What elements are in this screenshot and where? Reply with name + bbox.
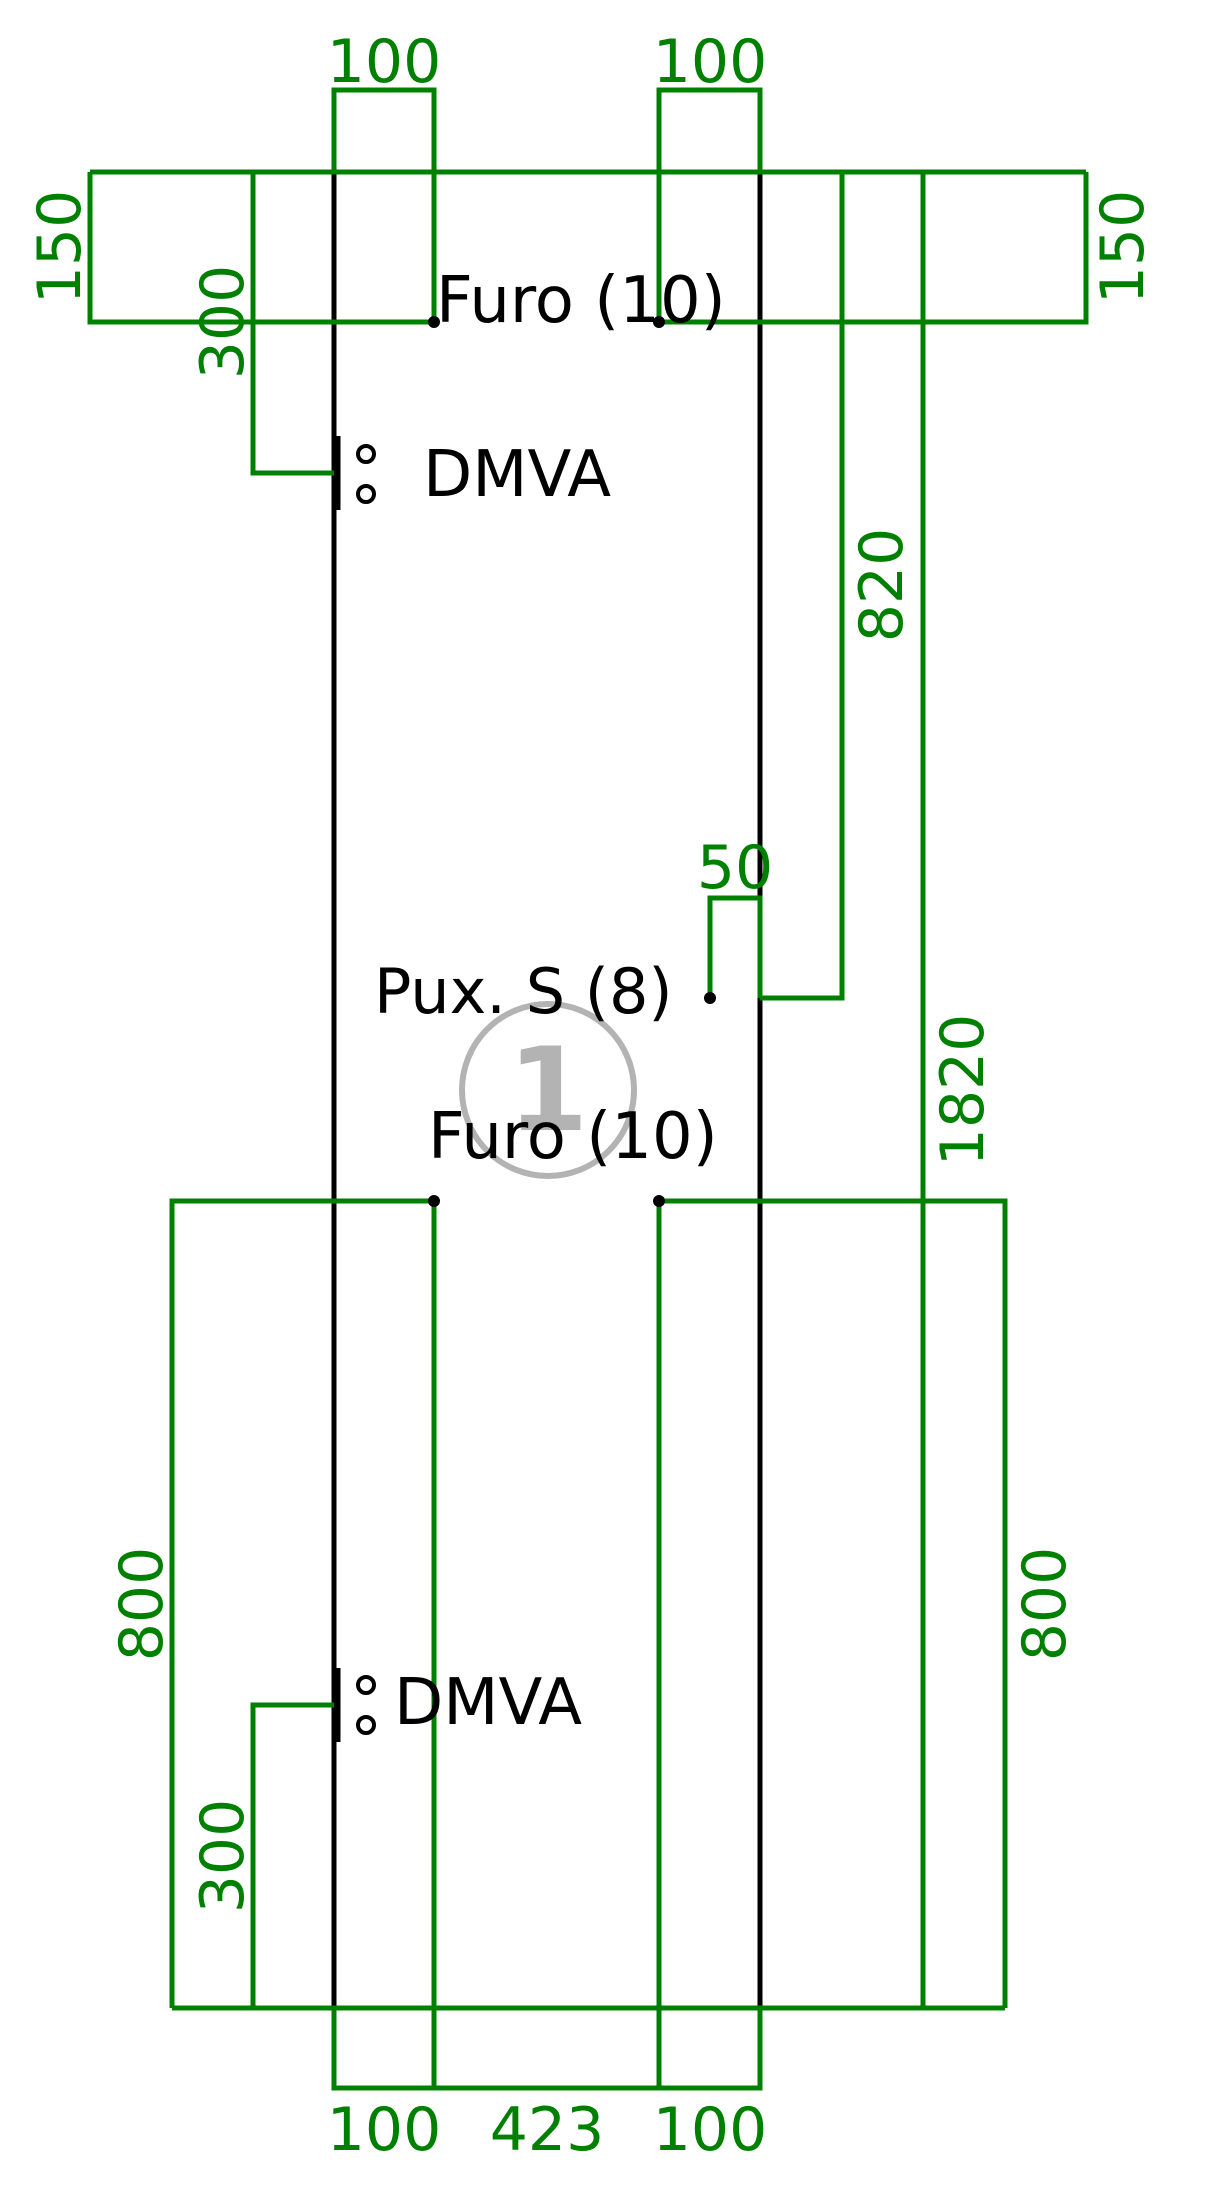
dim-left-150: 150	[25, 190, 95, 305]
dim-right-150: 150	[1088, 190, 1158, 305]
dim-right-820: 820	[847, 528, 917, 643]
hole-markers	[428, 316, 716, 1207]
hinge-top-label: DMVA	[423, 438, 611, 512]
hole-top-label: Furo (10)	[436, 264, 726, 338]
hinge-bottom-symbol	[335, 1668, 376, 1742]
hole-mid-label: Furo (10)	[428, 1100, 718, 1174]
dim-bottom-left-100: 100	[327, 2095, 442, 2165]
hinge-top-symbol	[335, 436, 376, 510]
dim-bottom-423: 423	[490, 2095, 605, 2165]
dim-top-left-100: 100	[327, 27, 442, 97]
dim-handle-50: 50	[697, 833, 773, 903]
dim-bottom-right-100: 100	[653, 2095, 768, 2165]
dim-left-300-top: 300	[188, 265, 258, 380]
hole-top-left	[428, 316, 440, 328]
dim-left-800: 800	[107, 1547, 177, 1662]
handle-label: Pux. S (8)	[374, 955, 673, 1028]
dimension-lines	[87, 87, 1089, 2091]
dim-top-right-100: 100	[653, 27, 768, 97]
dim-right-800: 800	[1010, 1547, 1080, 1662]
handle-hole	[704, 992, 716, 1004]
dim-left-300-bottom: 300	[188, 1799, 258, 1914]
hole-mid-left	[428, 1195, 440, 1207]
panel-number: 1	[508, 1023, 589, 1158]
hole-mid-right	[653, 1195, 665, 1207]
hole-top-right	[653, 316, 665, 328]
dim-right-1820: 1820	[928, 1014, 998, 1167]
panel-number-circle	[459, 1001, 637, 1179]
hinge-bottom-label: DMVA	[394, 1666, 582, 1740]
